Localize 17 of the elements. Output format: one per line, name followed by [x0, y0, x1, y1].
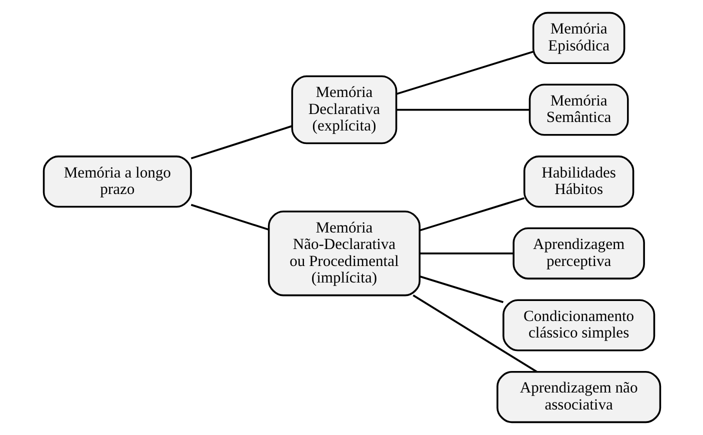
- node-box: Aprendizagem perceptiva: [512, 227, 644, 280]
- node-box: Aprendizagem não associativa: [496, 371, 661, 424]
- connector: [396, 50, 533, 95]
- node-box: Habilidades Hábitos: [522, 156, 634, 208]
- connector: [419, 197, 524, 232]
- node-box: Memória Declarativa (explícita): [290, 75, 397, 144]
- node-box: Condicionamento clássico simples: [502, 299, 655, 352]
- connector: [412, 294, 537, 373]
- connector: [419, 252, 513, 254]
- node-box: Memória Episódica: [532, 12, 625, 64]
- node-box: Memória a longo prazo: [42, 156, 192, 208]
- connector: [396, 108, 530, 111]
- node-box: Memória Semântica: [528, 84, 628, 136]
- node-box: Memória Não-Declarativa ou Procedimental (implícita): [267, 210, 420, 296]
- connector: [190, 204, 269, 231]
- connector: [190, 125, 292, 160]
- connector: [419, 276, 503, 304]
